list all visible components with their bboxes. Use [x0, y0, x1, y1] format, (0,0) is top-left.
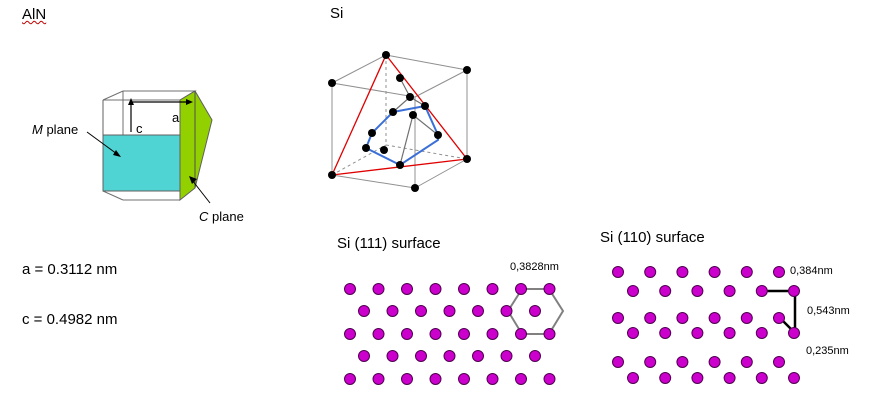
- lattice-c-equation: c = 0.4982 nm: [22, 311, 118, 328]
- c-plane-label: C plane: [199, 209, 244, 224]
- si111-atom: [458, 283, 470, 295]
- si110-atom: [708, 266, 721, 278]
- si111-atom: [358, 305, 370, 317]
- si111-atom: [401, 373, 413, 385]
- si110-atom: [659, 372, 672, 384]
- si110-atom: [644, 312, 657, 324]
- si111-atom: [543, 283, 556, 295]
- si110-atom: [676, 312, 689, 324]
- si110-atom: [755, 372, 768, 384]
- si110-atom: [755, 327, 768, 339]
- si111-atom: [515, 283, 527, 295]
- si111-atom: [344, 373, 356, 385]
- si110-title: Si (110) surface: [600, 229, 705, 246]
- si111-atom: [429, 373, 442, 385]
- m-plane-letter: M: [32, 122, 43, 137]
- si110-atom: [788, 285, 800, 297]
- label-c: c: [136, 121, 143, 136]
- si111-atom: [386, 305, 399, 317]
- si111-atom: [386, 350, 399, 362]
- si110-atom: [723, 372, 736, 384]
- si110-dimension-lines: [765, 289, 797, 334]
- si110-atom: [773, 312, 785, 324]
- si111-atom: [472, 350, 484, 362]
- si110-atom: [612, 312, 624, 324]
- si110-atom: [708, 356, 721, 368]
- c-plane-face: [179, 90, 213, 202]
- si111-atom: [529, 305, 541, 317]
- si110-atom: [788, 372, 800, 384]
- si111-atom: [372, 328, 385, 340]
- si110-atom: [708, 312, 721, 324]
- si111-atom: [372, 283, 385, 295]
- si110-atom: [676, 356, 689, 368]
- c-plane-word: plane: [208, 209, 244, 224]
- si110-atom: [773, 266, 785, 278]
- si110-atom: [691, 372, 704, 384]
- si110-atom: [740, 266, 753, 278]
- si111-atom: [515, 373, 527, 385]
- si111-atom: [458, 328, 470, 340]
- c-plane-letter: C: [199, 209, 209, 224]
- si110-atom: [644, 266, 657, 278]
- si111-atom: [486, 283, 499, 295]
- si111-atom: [500, 350, 513, 362]
- si111-atom: [401, 328, 413, 340]
- si111-atom: [443, 305, 456, 317]
- si111-atom: [415, 305, 427, 317]
- si111-atom: [529, 350, 541, 362]
- si111-atom: [472, 305, 484, 317]
- si111-atom: [543, 328, 556, 340]
- m-plane-label: M plane: [32, 122, 78, 137]
- lattice-a-equation: a = 0.3112 nm: [22, 261, 118, 278]
- si110-atom: [740, 312, 753, 324]
- si110-atom: [740, 356, 753, 368]
- si110-atom: [723, 327, 736, 339]
- si111-atom: [401, 283, 413, 295]
- si110-atom: [627, 285, 639, 297]
- si111-atom: [458, 373, 470, 385]
- si111-spacing-label: 0,3828nm: [510, 261, 559, 273]
- si110-atom: [644, 356, 657, 368]
- si111-atom: [543, 373, 556, 385]
- si111-atom: [372, 373, 385, 385]
- si110-atom: [788, 327, 800, 339]
- si110-atom: [612, 266, 624, 278]
- si111-atom: [429, 328, 442, 340]
- si110-atom: [773, 356, 785, 368]
- si111-atom: [415, 350, 427, 362]
- m-plane-word: plane: [42, 122, 79, 137]
- si110-atom: [612, 356, 624, 368]
- si110-atom: [627, 372, 639, 384]
- si110-label-1: 0,384nm: [790, 265, 833, 277]
- si111-title: Si (111) surface: [337, 235, 441, 252]
- si110-atom: [723, 285, 736, 297]
- si111-atom: [443, 350, 456, 362]
- si110-atom: [627, 327, 639, 339]
- m-plane-face: [102, 134, 181, 192]
- si110-atom: [659, 285, 672, 297]
- si111-atom: [358, 350, 370, 362]
- label-a: a: [172, 110, 180, 125]
- si111-atom: [515, 328, 527, 340]
- si110-atom: [676, 266, 689, 278]
- si111-atom: [486, 328, 499, 340]
- aln-title: AlN: [22, 6, 47, 23]
- si110-label-3: 0,235nm: [806, 345, 849, 357]
- si110-label-2: 0,543nm: [807, 305, 850, 317]
- si111-atom: [486, 373, 499, 385]
- si111-atom: [429, 283, 442, 295]
- si-title: Si: [330, 5, 344, 22]
- si110-atom: [691, 285, 704, 297]
- si111-atom: [344, 328, 356, 340]
- si110-atom: [691, 327, 704, 339]
- si111-atom: [500, 305, 513, 317]
- si111-atom: [344, 283, 356, 295]
- si110-atom: [755, 285, 768, 297]
- si110-atom: [659, 327, 672, 339]
